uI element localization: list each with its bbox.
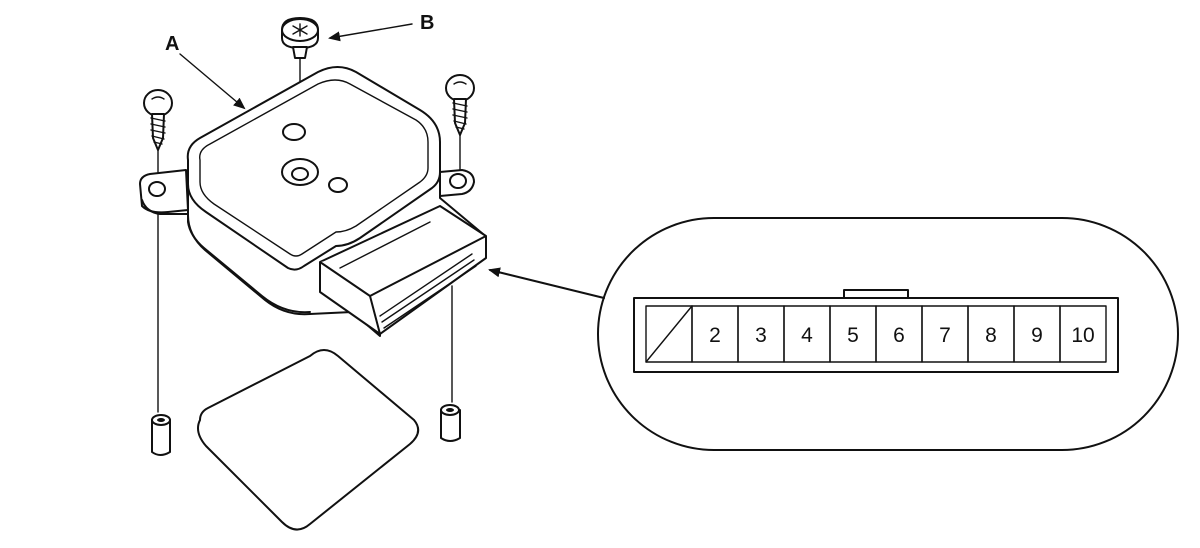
connector-pin-cell: 5 <box>829 305 877 363</box>
connector-pin-number: 3 <box>755 324 767 347</box>
connector-pin-cell-blank <box>645 305 693 363</box>
unit-connector-housing <box>319 205 487 335</box>
srs-unit-a <box>139 66 484 337</box>
callout-label-b: B <box>420 12 434 34</box>
connector-pin-number: 5 <box>847 324 859 347</box>
connector-pin-cell: 8 <box>967 305 1015 363</box>
connector-pin-cell: 2 <box>691 305 739 363</box>
connector-pin-number: 9 <box>1031 324 1043 347</box>
connector-pin-row: 2 3 4 5 6 7 8 9 10 <box>645 305 1107 363</box>
detail-pointer-arrow <box>488 267 605 299</box>
collar-left <box>151 414 171 456</box>
mounting-screw-left <box>143 89 173 181</box>
connector-pin-cell: 6 <box>875 305 923 363</box>
connector-pin-cell: 9 <box>1013 305 1061 363</box>
connector-detail-view: 2 3 4 5 6 7 8 9 10 <box>597 217 1179 451</box>
leader-arrow-a <box>179 53 246 110</box>
callout-label-a: A <box>165 33 179 55</box>
collar-right <box>440 404 461 442</box>
connector-pin-number: 8 <box>985 324 997 347</box>
mounting-screw-right <box>445 74 475 173</box>
connector-pin-number: 2 <box>709 324 721 347</box>
connector-pin-number: 10 <box>1071 324 1094 347</box>
connector-pin-cell: 4 <box>783 305 831 363</box>
leader-arrow-b <box>328 23 413 42</box>
connector-pin-cell: 7 <box>921 305 969 363</box>
connector-pin-cell: 10 <box>1059 305 1107 363</box>
connector-pin-cell: 3 <box>737 305 785 363</box>
connector-pin-number: 4 <box>801 324 813 347</box>
connector-pin-number: 7 <box>939 324 951 347</box>
gasket-pad <box>197 349 420 531</box>
connector-pin-number: 6 <box>893 324 905 347</box>
